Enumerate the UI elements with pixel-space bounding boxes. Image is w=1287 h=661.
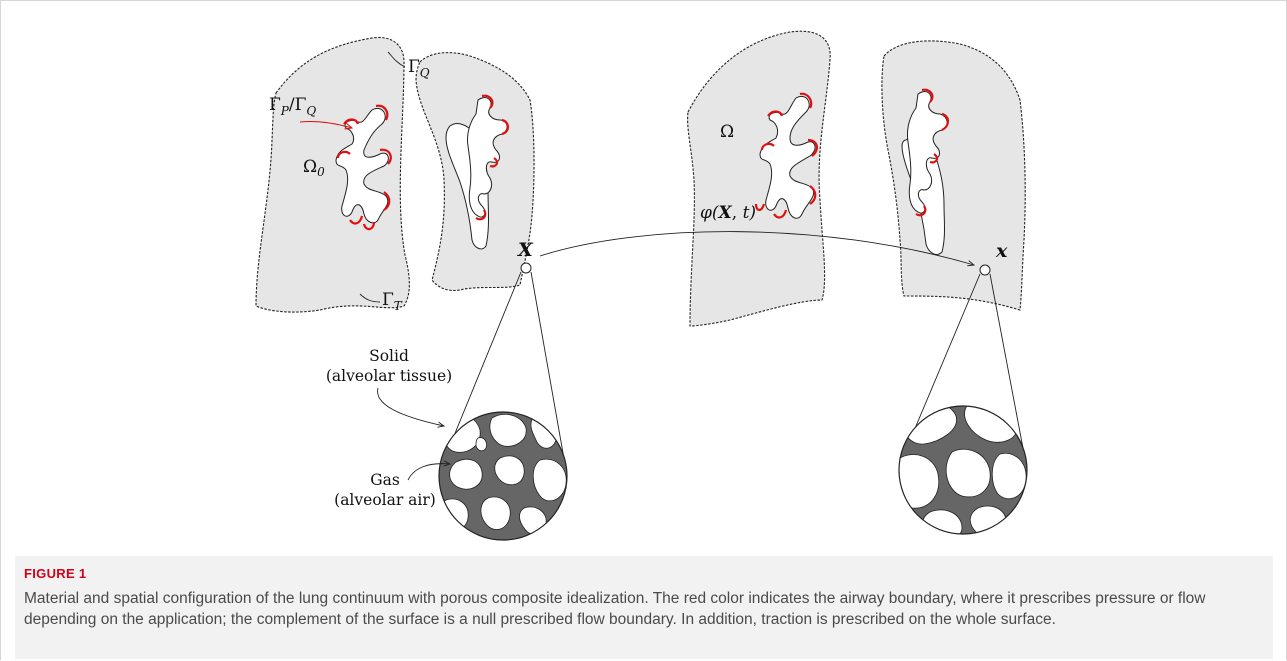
reference-left-lung — [256, 37, 409, 312]
spatial-right-lung-outline — [882, 41, 1025, 310]
spatial-microstructure — [894, 402, 1027, 539]
spatial-point-marker — [980, 265, 990, 275]
material-point-marker — [521, 263, 531, 273]
figure-caption: Material and spatial configuration of th… — [24, 588, 1254, 630]
spatial-left-lung — [688, 31, 831, 326]
gas-label: Gas — [370, 471, 400, 489]
gas-label-group: Gas (alveolar air) — [334, 464, 450, 509]
spatial-right-lung — [882, 41, 1025, 310]
spatial-point-label: x — [995, 240, 1008, 262]
solid-label: Solid — [369, 347, 409, 365]
spatial-left-lung-outline — [688, 31, 831, 326]
gas-sub-label: (alveolar air) — [334, 491, 436, 509]
reference-right-lung — [416, 53, 534, 291]
material-point-label: X — [517, 239, 534, 261]
solid-sub-label: (alveolar tissue) — [326, 367, 452, 385]
reference-microstructure — [439, 412, 567, 540]
deformation-map-label: φ(X, t) — [700, 203, 756, 223]
lung-continuum-diagram: ΓQ ΓP/ΓQ Ω0 ΓT X — [0, 0, 1287, 556]
figure-label: FIGURE 1 — [24, 566, 86, 581]
omega-label: Ω — [720, 122, 734, 142]
solid-label-group: Solid (alveolar tissue) — [326, 347, 452, 426]
left-lung-outline — [256, 37, 409, 312]
